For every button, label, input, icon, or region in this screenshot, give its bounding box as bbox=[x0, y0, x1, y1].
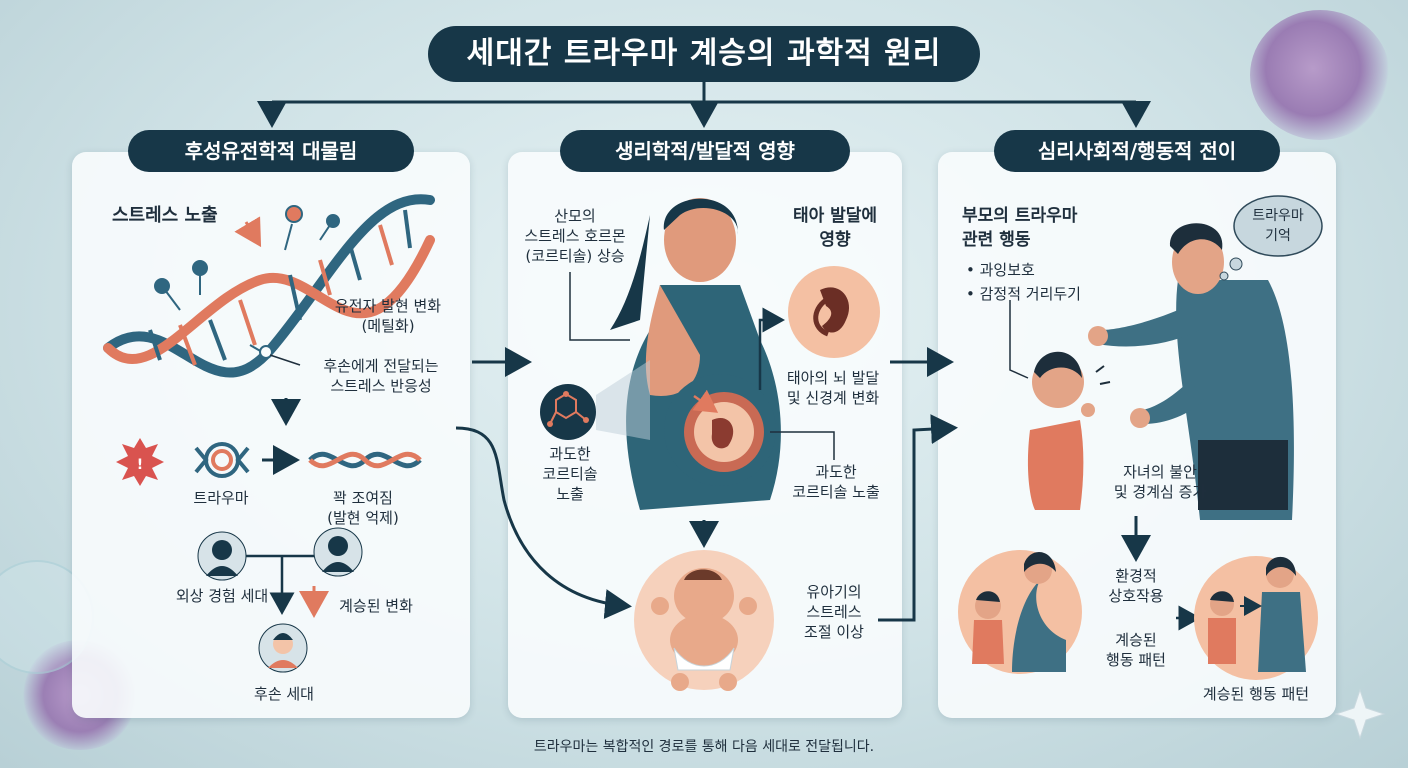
child-anxiety-label: 자녀의 불안 및 경계심 증가 bbox=[1113, 463, 1207, 501]
panel-1-header: 후성유전학적 대물림 bbox=[128, 130, 414, 172]
brain-development-label: 태아의 뇌 발달 및 신경계 변화 bbox=[786, 369, 880, 407]
inherited-change-label: 계승된 변화 bbox=[339, 597, 413, 615]
thought-bubble bbox=[1219, 195, 1323, 281]
ancestor-avatar-left bbox=[197, 531, 247, 581]
panel-2-header: 생리학적/발달적 영향 bbox=[560, 130, 850, 172]
father-child-scene bbox=[1194, 556, 1318, 680]
trauma-generation-label: 외상 경험 세대 bbox=[175, 587, 269, 605]
descendant-avatar bbox=[258, 623, 308, 673]
fetal-development-label: 태아 발달에 영향 bbox=[792, 206, 878, 250]
environment-interaction-label: 환경적 상호작용 bbox=[1108, 567, 1164, 605]
inherited-pattern-middle-label: 계승된 행동 패턴 bbox=[1106, 631, 1166, 669]
anxious-child-figure bbox=[1027, 351, 1111, 510]
infant-illustration bbox=[634, 550, 774, 691]
page-title: 세대간 트라우마 계승의 과학적 원리 bbox=[428, 26, 980, 82]
excess-cortisol-right-label: 과도한 코르티솔 노출 bbox=[792, 463, 880, 501]
footer-caption: 트라우마는 복합적인 경로를 통해 다음 세대로 전달됩니다. bbox=[533, 739, 875, 755]
maternal-hormone-label: 산모의 스트레스 호르몬 (코르티솔) 상승 bbox=[524, 207, 626, 265]
suppressed-dna-icon bbox=[308, 451, 422, 469]
cortisol-molecule-icon bbox=[540, 384, 596, 440]
bullet-overprotection: • 과잉보호 bbox=[966, 261, 1035, 279]
descendant-generation-label: 후손 세대 bbox=[254, 685, 314, 703]
gene-expression-label: 유전자 발현 변화 (메틸화) bbox=[334, 297, 442, 335]
background-cell-top-right bbox=[1250, 10, 1390, 140]
tight-chromatin-icon bbox=[194, 442, 250, 478]
father-figure bbox=[1088, 223, 1294, 520]
transmitted-reactivity-label: 후손에게 전달되는 스트레스 반응성 bbox=[323, 357, 439, 395]
tightly-wound-label: 꽉 조여짐 (발현 억제) bbox=[327, 489, 399, 527]
trauma-burst-icon bbox=[116, 438, 164, 486]
stress-exposure-label: 스트레스 노출 bbox=[112, 205, 218, 226]
fetus-illustration bbox=[788, 266, 880, 358]
excess-cortisol-left-label: 과도한 코르티솔 노출 bbox=[542, 445, 598, 503]
trauma-memory-label: 트라우마 기억 bbox=[1252, 208, 1304, 244]
parent-behavior-label: 부모의 트라우마 관련 행동 bbox=[962, 206, 1078, 250]
svg-text:!: ! bbox=[137, 457, 143, 473]
ancestor-avatar-right bbox=[313, 527, 363, 577]
trauma-label: 트라우마 bbox=[193, 489, 249, 507]
inherited-pattern-label: 계승된 행동 패턴 bbox=[1202, 685, 1310, 703]
sparkle-icon bbox=[1334, 688, 1386, 740]
bullet-emotional-distance: • 감정적 거리두기 bbox=[966, 285, 1081, 303]
mother-child-scene bbox=[958, 550, 1082, 674]
infant-stress-label: 유아기의 스트레스 조절 이상 bbox=[804, 583, 864, 641]
panel-3-header: 심리사회적/행동적 전이 bbox=[994, 130, 1280, 172]
